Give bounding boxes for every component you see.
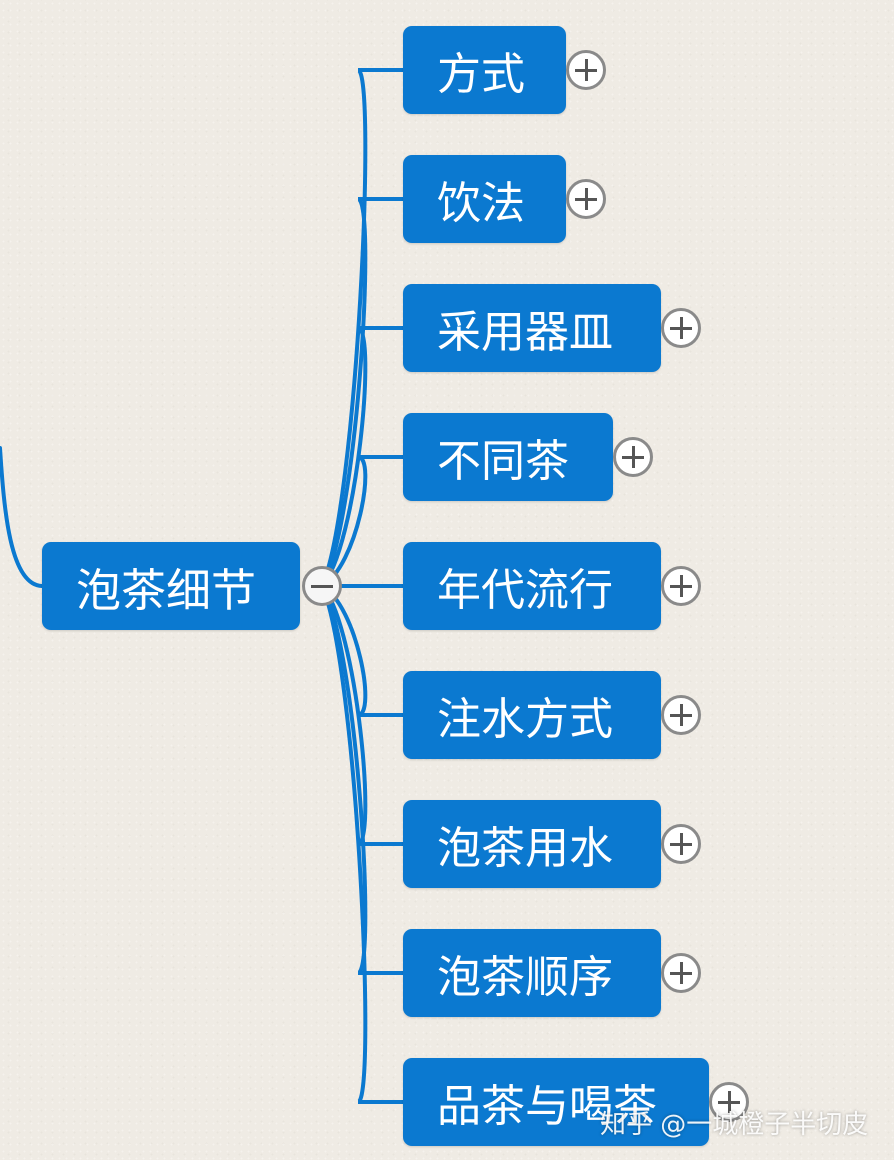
root-node-pao-cha-xi-jie[interactable]: 泡茶细节 <box>42 542 300 630</box>
child-node-pao-cha-yong-shui[interactable]: 泡茶用水 <box>403 800 661 888</box>
child-node-label: 饮法 <box>437 178 525 229</box>
expand-plus-icon[interactable] <box>566 50 606 90</box>
expand-plus-icon[interactable] <box>661 566 701 606</box>
child-node-label: 注水方式 <box>437 694 613 745</box>
child-node-cai-yong-qi-min[interactable]: 采用器皿 <box>403 284 661 372</box>
child-node-bu-tong-cha[interactable]: 不同茶 <box>403 413 613 501</box>
expand-plus-icon[interactable] <box>661 308 701 348</box>
child-node-label: 泡茶顺序 <box>437 952 613 1003</box>
child-node-label: 不同茶 <box>437 436 569 487</box>
child-node-label: 采用器皿 <box>437 307 613 358</box>
child-node-label: 年代流行 <box>437 565 613 616</box>
child-node-label: 泡茶用水 <box>437 823 613 874</box>
child-node-label: 方式 <box>437 49 525 100</box>
expand-plus-icon[interactable] <box>661 695 701 735</box>
child-node-zhu-shui-fang-shi[interactable]: 注水方式 <box>403 671 661 759</box>
expand-plus-icon[interactable] <box>661 953 701 993</box>
child-connector <box>320 68 405 588</box>
child-node-label: 品茶与喝茶 <box>437 1081 657 1132</box>
collapse-toggle-icon[interactable] <box>302 566 342 606</box>
expand-plus-icon[interactable] <box>709 1082 749 1122</box>
child-node-pao-cha-shun-xu[interactable]: 泡茶顺序 <box>403 929 661 1017</box>
expand-plus-icon[interactable] <box>566 179 606 219</box>
expand-plus-icon[interactable] <box>661 824 701 864</box>
child-node-nian-dai-liu-xing[interactable]: 年代流行 <box>403 542 661 630</box>
expand-plus-icon[interactable] <box>613 437 653 477</box>
child-connector <box>320 584 405 975</box>
child-node-yin-fa[interactable]: 饮法 <box>403 155 566 243</box>
child-connector <box>320 584 405 1104</box>
child-node-fang-shi[interactable]: 方式 <box>403 26 566 114</box>
root-node-label: 泡茶细节 <box>76 563 257 617</box>
watermark: 知乎 @一城橙子半切皮 <box>600 1110 869 1140</box>
child-connector <box>320 326 405 588</box>
child-node-pin-cha-yu-he-cha[interactable]: 品茶与喝茶 <box>403 1058 709 1146</box>
parent-connector <box>0 446 44 588</box>
child-connector <box>320 197 405 588</box>
